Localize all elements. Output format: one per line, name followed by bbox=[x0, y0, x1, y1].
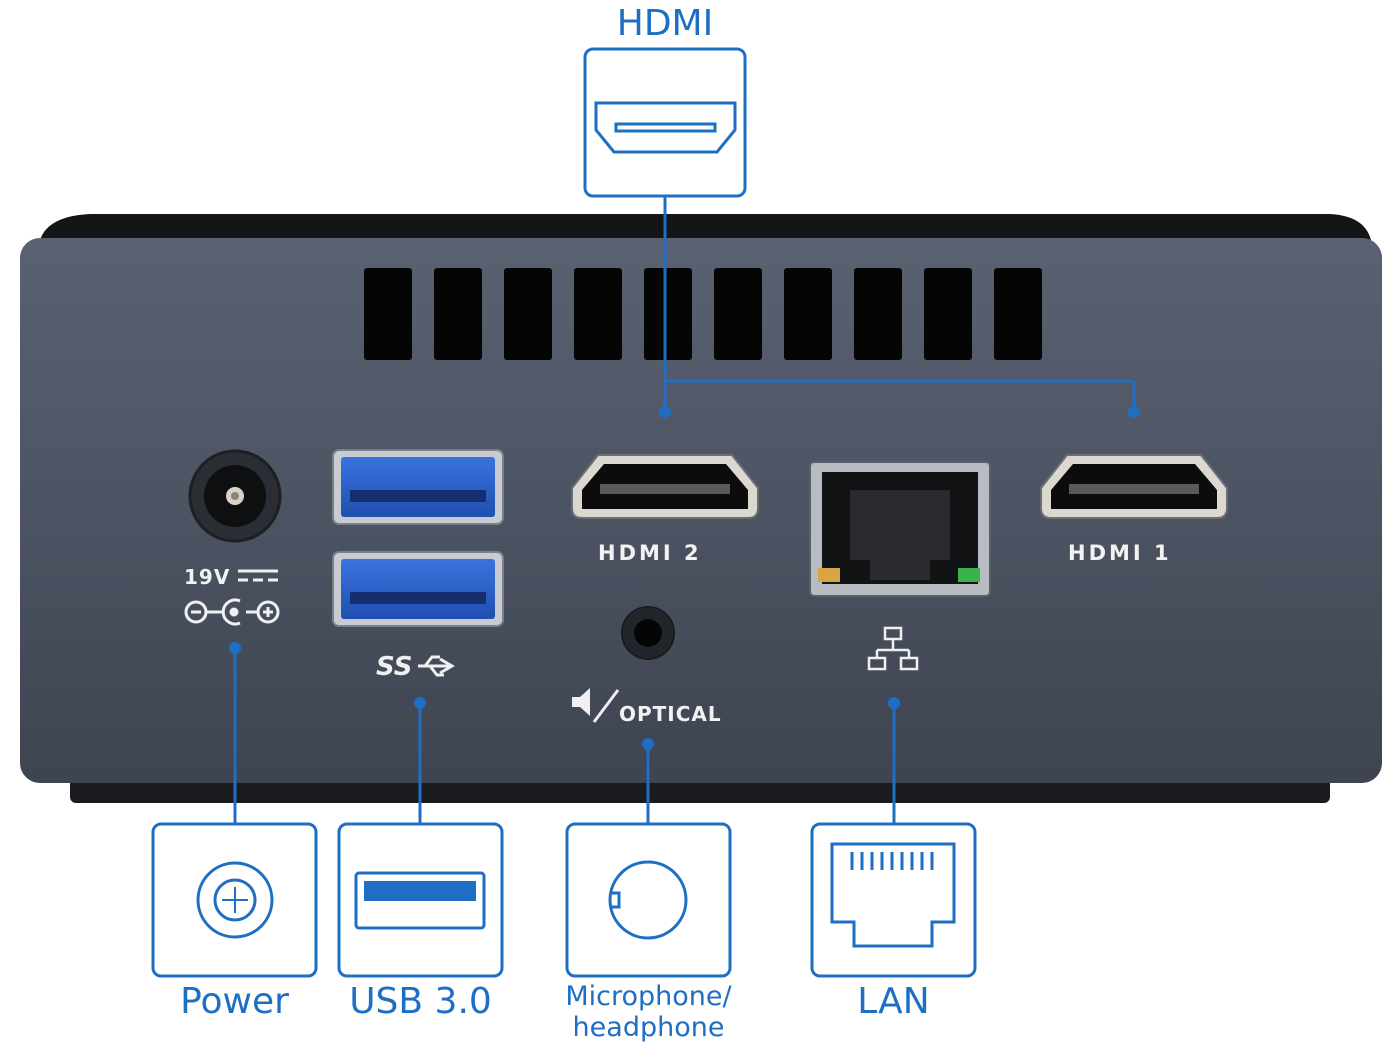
connector-dots bbox=[229, 406, 1140, 750]
power-callout-box bbox=[151, 822, 318, 978]
hdmi-callout-label: HDMI bbox=[616, 3, 714, 44]
audio-callout-box bbox=[565, 822, 732, 978]
usb-port-top bbox=[332, 449, 504, 525]
hdmi-1-marking: HDMI 1 bbox=[1068, 541, 1172, 565]
usb-ss-logo: SS bbox=[376, 652, 455, 682]
hdmi-port-2 bbox=[571, 454, 759, 519]
power-callout-label: Power bbox=[180, 981, 289, 1022]
usb-port-icon bbox=[354, 871, 486, 930]
audio-jack-icon bbox=[608, 860, 688, 940]
lan-port bbox=[809, 461, 991, 597]
connector-lines bbox=[233, 196, 1136, 824]
hdmi-port-1 bbox=[1040, 454, 1228, 519]
usb-port-bottom bbox=[332, 551, 504, 627]
audio-callout-label: Microphone/ headphone bbox=[538, 981, 759, 1043]
led-green bbox=[958, 568, 980, 582]
hdmi-port-icon bbox=[594, 101, 737, 154]
lan-callout-label: LAN bbox=[857, 981, 930, 1022]
voltage-marking: 19V bbox=[184, 565, 231, 589]
speaker-symbol bbox=[572, 688, 620, 723]
rj45-port-icon bbox=[830, 842, 956, 948]
vent-grille bbox=[364, 268, 1042, 360]
audio-callout-label-line2: headphone bbox=[572, 1012, 725, 1043]
svg-text:SS: SS bbox=[376, 652, 413, 682]
power-jack bbox=[188, 449, 282, 543]
lan-callout-box bbox=[810, 822, 977, 978]
hdmi-callout-box bbox=[583, 47, 747, 198]
power-polarity-symbol bbox=[184, 569, 280, 626]
hdmi-2-marking: HDMI 2 bbox=[598, 541, 702, 565]
usb-callout-box bbox=[337, 822, 504, 978]
audio-callout-label-line1: Microphone/ bbox=[565, 981, 732, 1012]
audio-jack bbox=[621, 606, 675, 660]
led-amber bbox=[818, 568, 840, 582]
optical-marking: OPTICAL bbox=[619, 702, 722, 726]
usb-callout-label: USB 3.0 bbox=[349, 981, 492, 1022]
power-jack-icon bbox=[196, 861, 274, 939]
network-symbol bbox=[867, 626, 919, 671]
